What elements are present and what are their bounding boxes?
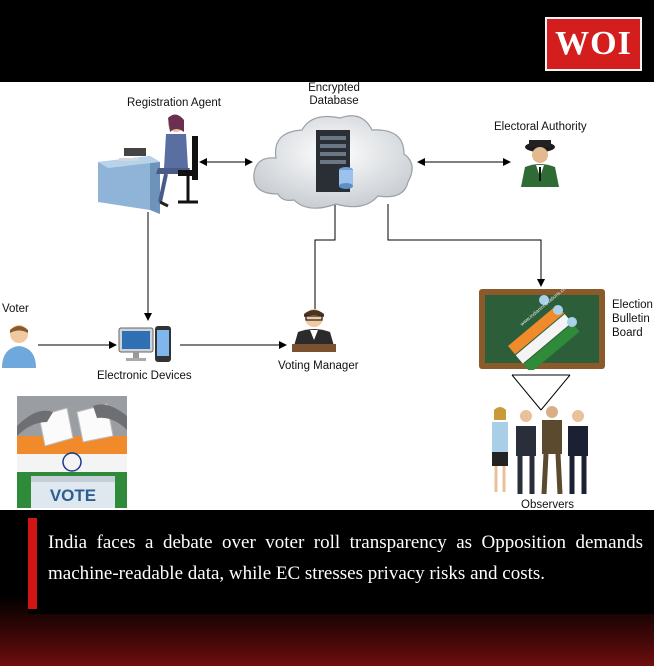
encrypted-database-label: Encrypted Database (302, 82, 366, 108)
caption-area: India faces a debate over voter roll tra… (0, 510, 654, 666)
electoral-authority-label: Electoral Authority (494, 121, 587, 133)
registration-agent-icon (98, 114, 198, 214)
link-manager-database (314, 189, 339, 318)
link-board-observers-left (511, 374, 542, 411)
woi-logo: WOI (545, 17, 642, 71)
registration-agent-label: Registration Agent (127, 97, 221, 109)
encrypted-database-label-line1: Encrypted (308, 82, 360, 94)
link-database-board (387, 204, 545, 287)
observers-label: Observers (521, 499, 575, 510)
electronic-devices-icon (118, 326, 171, 362)
electoral-authority-icon (521, 140, 559, 187)
diagram-connectors (38, 158, 571, 411)
electronic-devices-label: Electronic Devices (97, 370, 192, 382)
caption-box: India faces a debate over voter roll tra… (28, 518, 654, 614)
ballot-box-illustration: VOTE (17, 396, 127, 508)
top-bar: WOI (0, 0, 654, 82)
bulletin-label-line2: Bulletin (612, 313, 650, 325)
voter-icon (2, 325, 36, 368)
observers-icon (492, 406, 588, 495)
bulletin-label-line1: Election (612, 299, 653, 311)
voting-manager-icon (292, 309, 336, 352)
voting-manager-label: Voting Manager (278, 360, 359, 372)
link-board-observers-right (540, 374, 571, 411)
e-voting-diagram: Registration Agent Encrypted Database (0, 82, 654, 510)
vote-photo: VOTE (17, 396, 127, 508)
encrypted-database-cloud (253, 115, 413, 209)
election-bulletin-board-label: Election Bulletin Board (612, 298, 653, 340)
encrypted-database-label-line2: Database (309, 95, 359, 107)
election-bulletin-board-icon: www.indianinnovations.co.in (479, 288, 605, 370)
caption-accent-bar (28, 518, 37, 609)
voter-label: Voter (2, 303, 29, 315)
news-caption: India faces a debate over voter roll tra… (48, 532, 643, 584)
bulletin-label-line3: Board (612, 327, 643, 339)
ballot-vote-text: VOTE (50, 486, 96, 505)
